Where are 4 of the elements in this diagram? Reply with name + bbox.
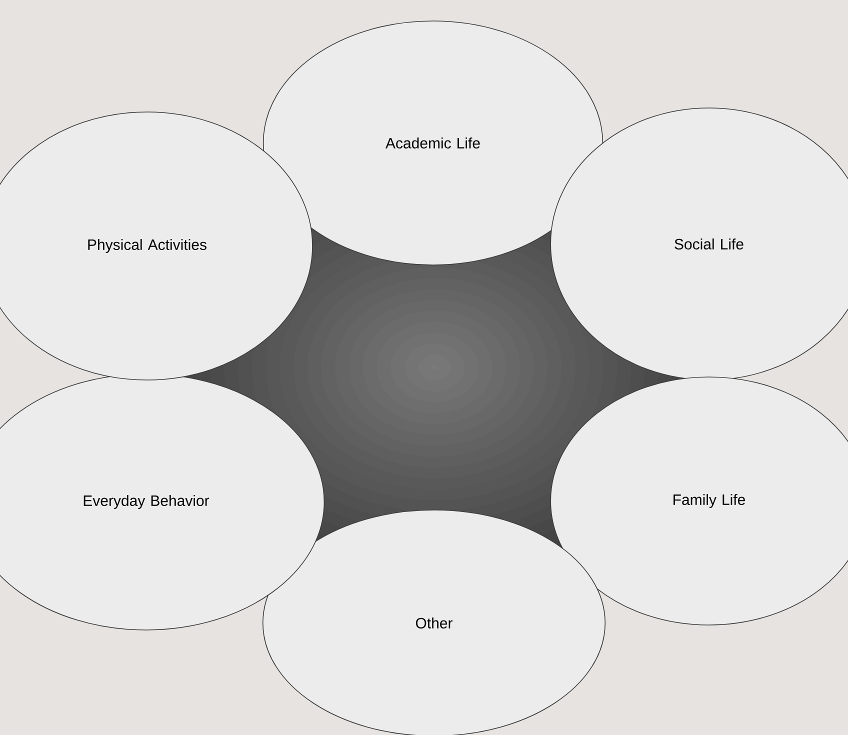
circle-node: Other	[262, 510, 606, 735]
circle-node: Family Life	[550, 376, 848, 626]
circle-node: Social Life	[550, 108, 848, 380]
circle-node: Academic Life	[262, 20, 604, 266]
